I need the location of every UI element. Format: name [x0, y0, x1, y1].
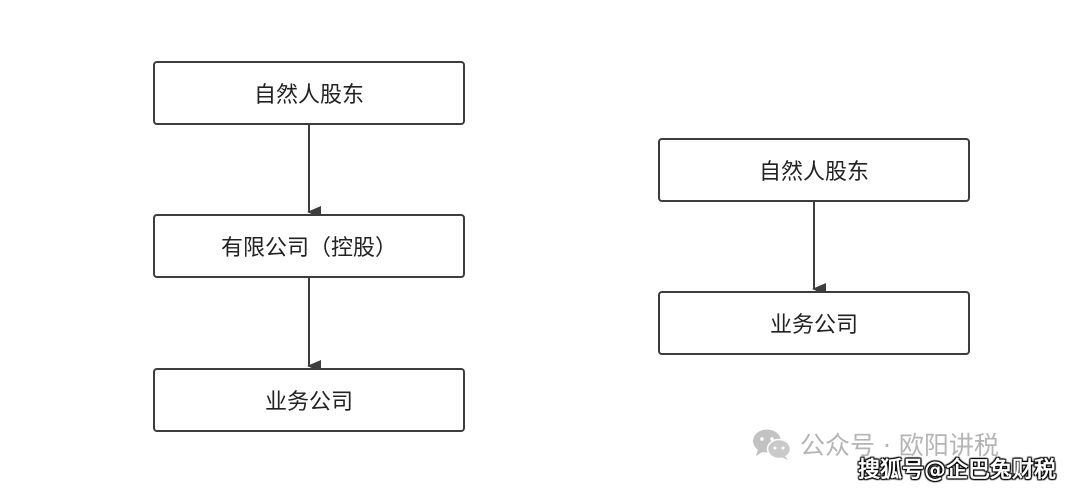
node-label: 有限公司（控股）	[220, 236, 397, 261]
node-label: 业务公司	[264, 390, 353, 415]
node-business-company-right: 业务公司	[658, 291, 970, 355]
node-holding-company: 有限公司（控股）	[153, 214, 465, 278]
node-label: 自然人股东	[253, 83, 364, 108]
node-natural-person-shareholder-left: 自然人股东	[153, 61, 465, 125]
wechat-account-text: 公众号 · 欧阳讲税	[800, 431, 999, 460]
wechat-watermark: 公众号 · 欧阳讲税	[752, 426, 999, 462]
wechat-icon	[753, 429, 792, 460]
node-label: 自然人股东	[758, 160, 869, 185]
sohu-watermark: 搜狐号@企巴兔财税	[857, 458, 1056, 483]
node-business-company-left: 业务公司	[153, 368, 465, 432]
node-natural-person-shareholder-right: 自然人股东	[658, 138, 970, 202]
node-label: 业务公司	[769, 313, 858, 338]
